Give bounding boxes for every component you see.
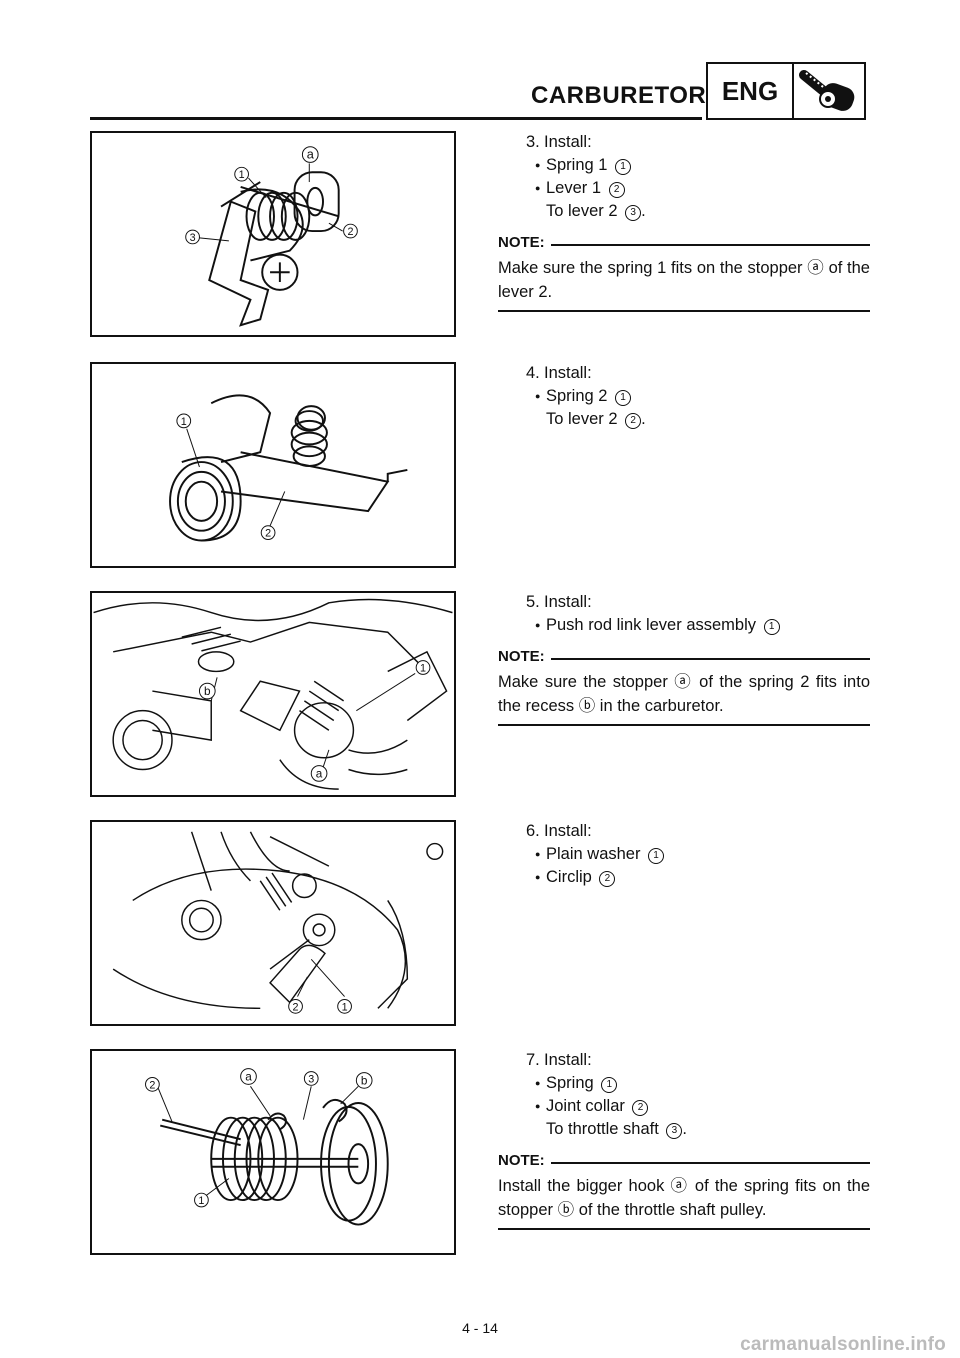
figure-step-5: 1 a b — [90, 591, 456, 797]
note-text: Install the bigger hook ⓐ of the spring … — [498, 1174, 870, 1230]
step-action: Install: — [544, 822, 592, 840]
watermark-link[interactable]: carmanualsonline.info — [740, 1334, 946, 1355]
wrench-icon — [794, 64, 864, 118]
note-label: NOTE: — [498, 234, 545, 251]
figure-step-7: 2 a 3 b 1 — [90, 1049, 456, 1255]
fig-label: 2 — [347, 226, 353, 238]
step-action: Install: — [544, 364, 592, 382]
step-action: Install: — [544, 1051, 592, 1069]
fig-label: 1 — [420, 662, 426, 674]
fig-label: 3 — [308, 1073, 314, 1085]
note-box: NOTE: Make sure the spring 1 fits on the… — [498, 231, 870, 312]
note-box: NOTE: Make sure the stopper ⓐ of the spr… — [498, 645, 870, 726]
step-7: 7.Install: Spring 1 Joint collar 2 To th… — [498, 1049, 870, 1230]
fig-label: a — [316, 767, 323, 780]
badge-label: ENG — [708, 64, 794, 118]
fig-label: a — [307, 146, 315, 161]
fig-label: 2 — [265, 528, 271, 540]
list-item: Lever 1 2 — [498, 177, 870, 200]
fig-label: 2 — [293, 1001, 299, 1013]
list-item: Spring 1 — [498, 1072, 870, 1095]
list-item: Spring 2 1 — [498, 385, 870, 408]
list-item: Circlip 2 — [498, 866, 870, 889]
step-number: 4. — [526, 364, 540, 382]
step-4: 4.Install: Spring 2 1 To lever 2 2. — [498, 362, 870, 431]
fig-label: 1 — [342, 1001, 348, 1013]
fig-label: b — [204, 685, 211, 698]
fig-label: 1 — [198, 1195, 204, 1207]
section-badge: ENG — [706, 62, 866, 120]
fig-label: 2 — [149, 1079, 155, 1091]
list-item: Joint collar 2 — [498, 1095, 870, 1118]
fig-label: 1 — [181, 416, 187, 428]
list-item: Plain washer 1 — [498, 843, 870, 866]
step-number: 3. — [526, 133, 540, 151]
note-box: NOTE: Install the bigger hook ⓐ of the s… — [498, 1149, 870, 1230]
fig-label: a — [245, 1070, 252, 1083]
fig-label: 3 — [190, 232, 196, 244]
page-number: 4 - 14 — [462, 1320, 498, 1336]
header-rule — [90, 117, 702, 120]
note-text: Make sure the spring 1 fits on the stopp… — [498, 256, 870, 312]
list-item: Push rod link lever assembly 1 — [498, 614, 870, 637]
step-action: Install: — [544, 593, 592, 611]
step-number: 6. — [526, 822, 540, 840]
fig-label: b — [361, 1074, 368, 1087]
step-6: 6.Install: Plain washer 1 Circlip 2 — [498, 820, 870, 889]
list-item: To lever 2 3. — [546, 202, 646, 221]
step-5: 5.Install: Push rod link lever assembly … — [498, 591, 870, 726]
step-number: 5. — [526, 593, 540, 611]
note-text: Make sure the stopper ⓐ of the spring 2 … — [498, 670, 870, 726]
step-3: 3.Install: Spring 1 1 Lever 1 2 To lever… — [498, 131, 870, 312]
list-item: Spring 1 1 — [498, 154, 870, 177]
fig-label: 1 — [239, 169, 245, 181]
step-action: Install: — [544, 133, 592, 151]
figure-step-6: 1 2 — [90, 820, 456, 1026]
section-title: CARBURETOR — [531, 82, 707, 109]
figure-step-4: 1 2 — [90, 362, 456, 568]
list-item: To lever 2 2. — [546, 410, 646, 429]
step-number: 7. — [526, 1051, 540, 1069]
note-label: NOTE: — [498, 1152, 545, 1169]
note-label: NOTE: — [498, 648, 545, 665]
figure-step-3: 1 3 2 a — [90, 131, 456, 337]
list-item: To throttle shaft 3. — [546, 1120, 687, 1139]
